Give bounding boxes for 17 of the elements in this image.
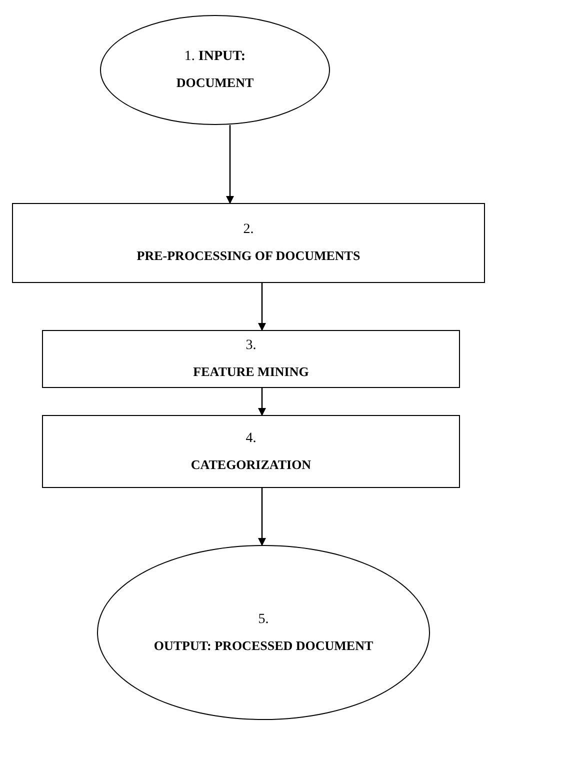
step-number: 5.: [258, 612, 269, 628]
step-title: FEATURE MINING: [193, 364, 309, 380]
step-title: CATEGORIZATION: [190, 456, 312, 472]
process-box: [12, 203, 485, 283]
arrow: [226, 125, 234, 204]
process-box: [42, 415, 460, 488]
arrow: [258, 388, 266, 416]
step-number: 4.: [246, 430, 256, 446]
step-title: OUTPUT: PROCESSED DOCUMENT: [154, 638, 374, 654]
step-number: 2.: [243, 222, 254, 238]
step-title: PRE-PROCESSING OF DOCUMENTS: [136, 248, 360, 264]
arrow: [258, 488, 266, 546]
step-number: 3.: [246, 338, 256, 354]
process-box: [42, 330, 460, 388]
arrow: [258, 283, 266, 331]
step-title: DOCUMENT: [176, 75, 254, 91]
step-number: 1. INPUT:: [184, 49, 246, 65]
